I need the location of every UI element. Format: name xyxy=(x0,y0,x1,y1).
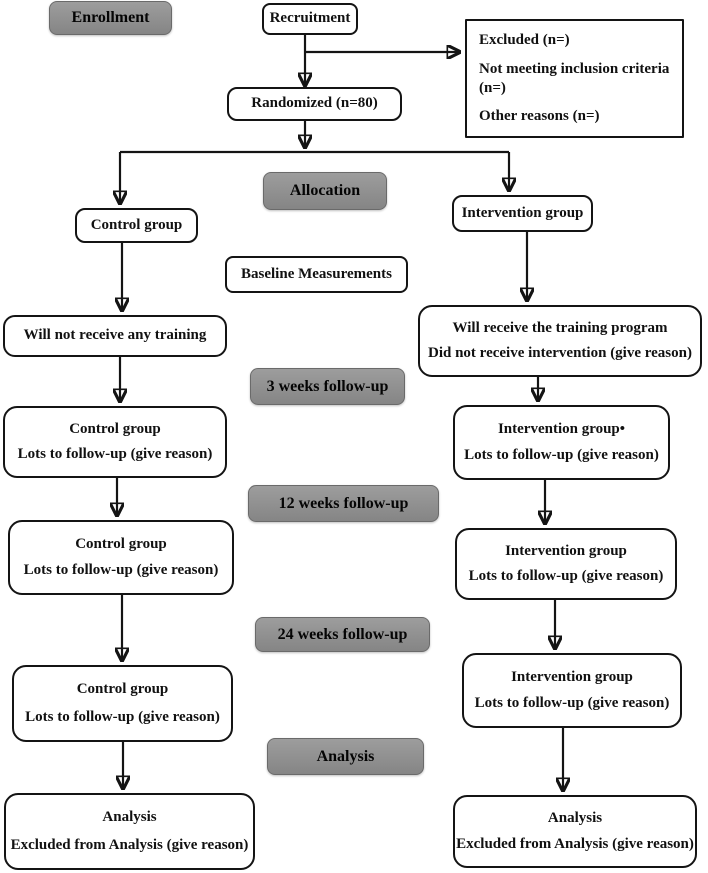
node-text: Lots to follow-up (give reason) xyxy=(468,568,664,585)
node-text: Intervention group xyxy=(511,668,633,685)
node-excluded: Excluded (n=) Not meeting inclusion crit… xyxy=(465,19,684,138)
badge-enrollment: Enrollment xyxy=(49,1,172,35)
node-control-24-weeks: Control group Lots to follow-up (give re… xyxy=(12,665,233,742)
node-intervention-12-weeks: Intervention group Lots to follow-up (gi… xyxy=(455,528,677,600)
node-text: Will not receive any training xyxy=(23,327,207,344)
node-text: Intervention group• xyxy=(497,420,626,437)
node-text: Excluded from Analysis (give reason) xyxy=(10,836,249,853)
node-will-receive-training: Will receive the training program Did no… xyxy=(418,305,702,377)
node-text: Excluded (n=) xyxy=(479,32,570,48)
node-text: Randomized (n=80) xyxy=(251,95,378,112)
node-text: Control group xyxy=(76,681,169,698)
badge-allocation: Allocation xyxy=(263,172,387,210)
node-text: Baseline Measurements xyxy=(241,265,392,282)
node-text: Control group xyxy=(75,535,167,552)
node-text: Lots to follow-up (give reason) xyxy=(17,446,213,463)
node-text: Analysis xyxy=(102,809,157,826)
node-intervention-3-weeks: Intervention group• Lots to follow-up (g… xyxy=(453,405,670,480)
node-text: Lots to follow-up (give reason) xyxy=(474,695,670,712)
node-text: Other reasons (n=) xyxy=(479,108,600,125)
node-text: Recruitment xyxy=(269,10,351,27)
node-intervention-24-weeks: Intervention group Lots to follow-up (gi… xyxy=(462,653,682,728)
node-intervention-analysis: Analysis Excluded from Analysis (give re… xyxy=(453,795,697,868)
badge-analysis: Analysis xyxy=(267,738,424,775)
node-control-group: Control group xyxy=(75,208,198,243)
node-text: Will receive the training program xyxy=(452,319,668,336)
node-text: Control group xyxy=(90,216,183,233)
node-will-not-receive-training: Will not receive any training xyxy=(3,315,227,357)
node-baseline-measurements: Baseline Measurements xyxy=(225,256,408,293)
badge-24-weeks-follow-up: 24 weeks follow-up xyxy=(255,617,430,652)
node-text: Lots to follow-up (give reason) xyxy=(464,447,659,464)
badge-12-weeks-follow-up: 12 weeks follow-up xyxy=(248,485,439,522)
badge-3-weeks-follow-up: 3 weeks follow-up xyxy=(250,368,405,405)
node-intervention-group: Intervention group xyxy=(452,195,593,232)
node-control-3-weeks: Control group Lots to follow-up (give re… xyxy=(3,406,227,478)
node-text: Analysis xyxy=(547,809,603,826)
node-randomized: Randomized (n=80) xyxy=(227,87,402,121)
node-text: Not meeting inclusion criteria (n=) xyxy=(479,60,670,96)
node-text: Did not receive intervention (give reaso… xyxy=(428,345,692,362)
node-text: Control group xyxy=(69,420,161,437)
node-text: Excluded from Analysis (give reason) xyxy=(456,835,694,852)
node-text: Intervention group xyxy=(461,204,584,221)
node-control-12-weeks: Control group Lots to follow-up (give re… xyxy=(8,520,234,595)
node-text: Intervention group xyxy=(505,542,627,559)
node-text: Lots to follow-up (give reason) xyxy=(25,708,220,725)
node-control-analysis: Analysis Excluded from Analysis (give re… xyxy=(4,793,255,870)
node-recruitment: Recruitment xyxy=(262,3,358,35)
node-text: Lots to follow-up (give reason) xyxy=(23,562,219,579)
